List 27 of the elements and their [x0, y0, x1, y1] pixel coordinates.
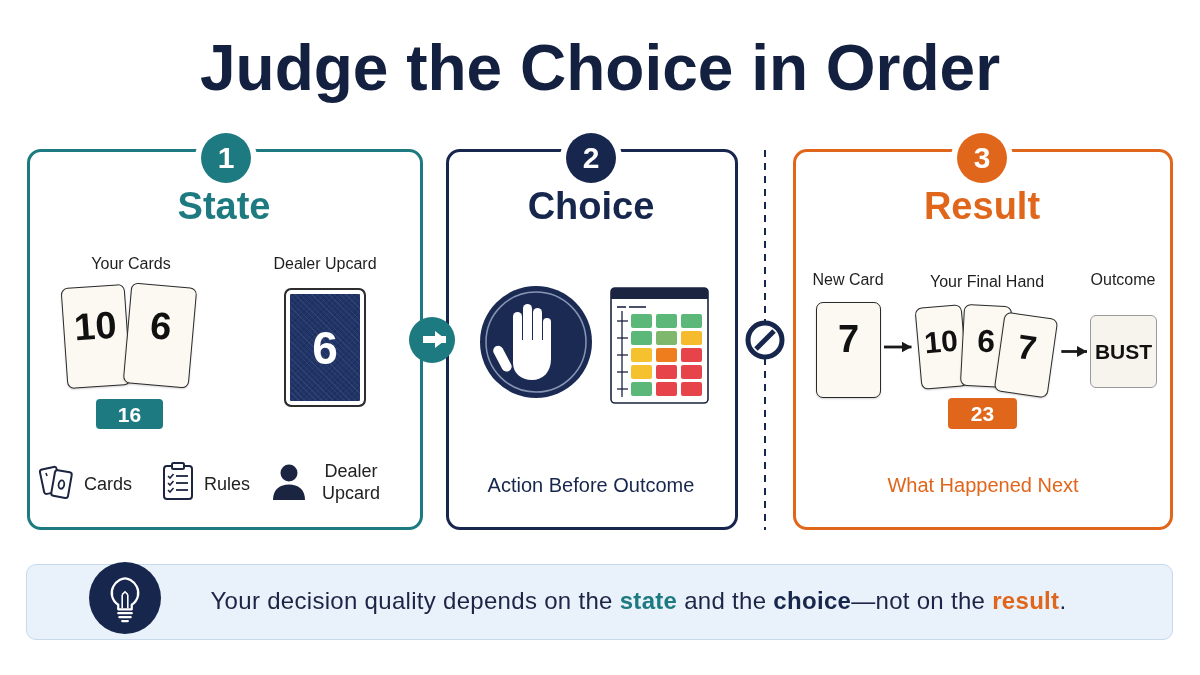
panel-heading: Choice — [527, 185, 655, 229]
outcome-box: BUST — [1090, 315, 1157, 388]
card-label: Dealer Upcard — [273, 254, 377, 274]
panel-heading: Result — [923, 185, 1041, 229]
panel-caption: Action Before Outcome — [487, 473, 695, 497]
card-label: New Card — [812, 270, 884, 290]
playing-card: 6 — [122, 282, 198, 389]
icon-label: Cards — [84, 473, 132, 495]
panel-heading: State — [177, 185, 271, 229]
playing-card: 6 — [284, 288, 366, 407]
card-label: Your Final Hand — [929, 272, 1045, 292]
card-label: Your Cards — [91, 254, 171, 274]
arrow — [1061, 346, 1087, 357]
takeaway-banner — [26, 564, 1173, 640]
step-panel — [793, 149, 1173, 530]
step-panel — [27, 149, 423, 530]
total-badge: 23 — [948, 398, 1017, 429]
icon-label: Dealer Upcard — [322, 461, 380, 505]
total-badge: 16 — [96, 399, 163, 429]
takeaway-text: Your decision quality depends on the state and the choice—not on the result. — [210, 586, 1067, 615]
panel-caption: What Happened Next — [887, 473, 1079, 497]
title: Judge the Choice in Order — [199, 32, 1001, 104]
step-panel — [446, 149, 738, 530]
card-label: Outcome — [1090, 270, 1156, 290]
playing-card: 7 — [816, 302, 881, 398]
icon-label: Rules — [204, 473, 251, 495]
arrow — [884, 341, 912, 353]
